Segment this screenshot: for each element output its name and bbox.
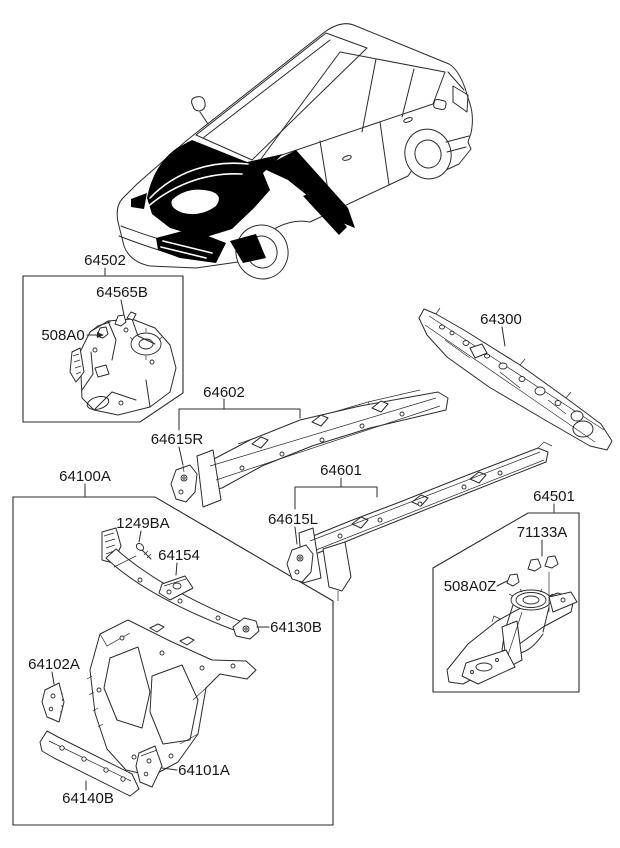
rear-wheel (404, 128, 452, 180)
fuel-door (433, 98, 447, 111)
pillar-lines (361, 58, 415, 133)
highlight-rocker (303, 191, 347, 235)
part-label-64601[interactable]: 64601 (320, 462, 362, 479)
part-label-64100A[interactable]: 64100A (59, 468, 111, 485)
hood-crease-1 (149, 162, 249, 199)
highlight-engine-bay (147, 140, 283, 238)
highlight-grille (156, 229, 226, 263)
mirror-stem (199, 111, 209, 125)
part-64602-drawing (196, 389, 449, 508)
part-label-64501[interactable]: 64501 (533, 488, 575, 505)
rear-door-handle (403, 117, 413, 123)
part-label-64101A[interactable]: 64101A (178, 762, 230, 779)
part-label-64130B[interactable]: 64130B (270, 619, 322, 636)
group-box-64100A (12, 496, 334, 826)
part-64102A-drawing (41, 682, 65, 723)
part-64615L-drawing (286, 544, 314, 583)
part-label-64140B[interactable]: 64140B (62, 790, 114, 807)
part-label-64615R[interactable]: 64615R (151, 431, 204, 448)
part-64300-drawing (418, 307, 613, 451)
clip-508A0Z (506, 573, 520, 587)
group-box-64502 (22, 275, 184, 423)
part-label-64102A[interactable]: 64102A (28, 656, 80, 673)
part-64615R-drawing (170, 464, 198, 503)
part-64154-drawing (158, 575, 194, 601)
part-label-64154[interactable]: 64154 (158, 547, 200, 564)
windshield (195, 32, 368, 161)
part-64501-drawing (446, 555, 578, 685)
leader-lines (51, 267, 555, 791)
hood-crease-2 (143, 173, 243, 211)
clip-71133A-2 (544, 555, 559, 569)
part-label-508A0Z[interactable]: 508A0Z (444, 578, 497, 595)
part-label-64502[interactable]: 64502 (84, 252, 126, 269)
trunk-lines (445, 71, 470, 153)
clip-71133A-1 (527, 558, 542, 572)
part-64130B-drawing (232, 617, 260, 640)
highlight-wheel-area (230, 234, 266, 263)
front-door-handle (342, 155, 352, 161)
a-pillar-line (202, 39, 331, 139)
part-label-71133A[interactable]: 71133A (517, 524, 568, 541)
part-labels: 64502 64565B 508A0 64300 64602 64615R 64… (28, 252, 575, 807)
part-label-64602[interactable]: 64602 (203, 384, 245, 401)
part-64100A-radiator-support-drawing (86, 619, 257, 777)
part-label-64565B[interactable]: 64565B (96, 284, 148, 301)
part-64140B-drawing (39, 730, 140, 797)
group-box-64501 (432, 512, 580, 693)
highlight-cowl-band (262, 150, 355, 228)
clip-64565B (114, 314, 127, 327)
car-overview-illustration (116, 23, 473, 280)
highlight-headlamp (131, 193, 147, 209)
part-label-1249BA[interactable]: 1249BA (116, 515, 169, 532)
part-1249BA-bolt-drawing (135, 543, 152, 560)
part-label-64300[interactable]: 64300 (480, 311, 522, 328)
clip-64565B-2 (126, 311, 137, 321)
engine-area-cutout (171, 189, 219, 215)
part-label-508A0[interactable]: 508A0 (41, 327, 84, 344)
side-windows (257, 51, 446, 164)
part-64502-drawing (69, 311, 177, 416)
grille-slats (160, 240, 213, 259)
side-mirror (191, 96, 206, 112)
tail-lamp (452, 85, 469, 113)
part-label-64615L[interactable]: 64615L (268, 511, 318, 528)
part-64101A-drawing (135, 745, 163, 788)
